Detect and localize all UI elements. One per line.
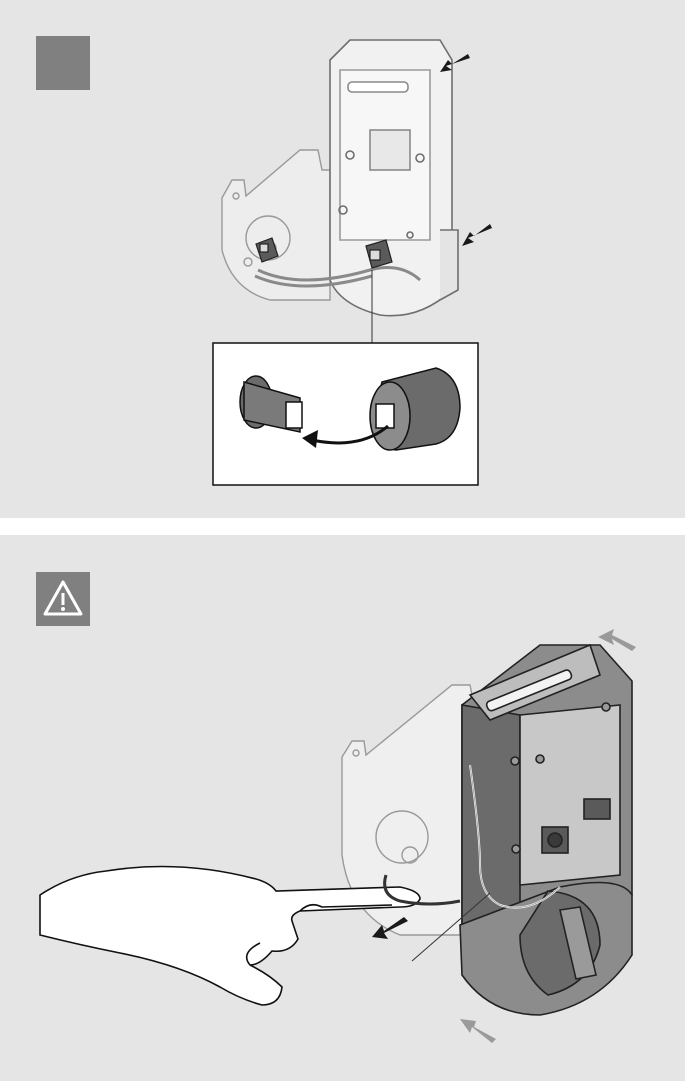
detail-inset [213, 343, 478, 485]
bottom-instruction-panel [0, 535, 685, 1081]
push-arrow-lower [462, 224, 492, 246]
push-arrow-top [598, 629, 636, 651]
top-instruction-panel [0, 0, 685, 518]
cropped-footer-strip [0, 1074, 685, 1081]
bottom-illustration [0, 535, 685, 1081]
top-illustration [0, 0, 685, 518]
dip-switch-graphic [584, 799, 610, 819]
push-arrow-bottom [460, 1019, 496, 1043]
